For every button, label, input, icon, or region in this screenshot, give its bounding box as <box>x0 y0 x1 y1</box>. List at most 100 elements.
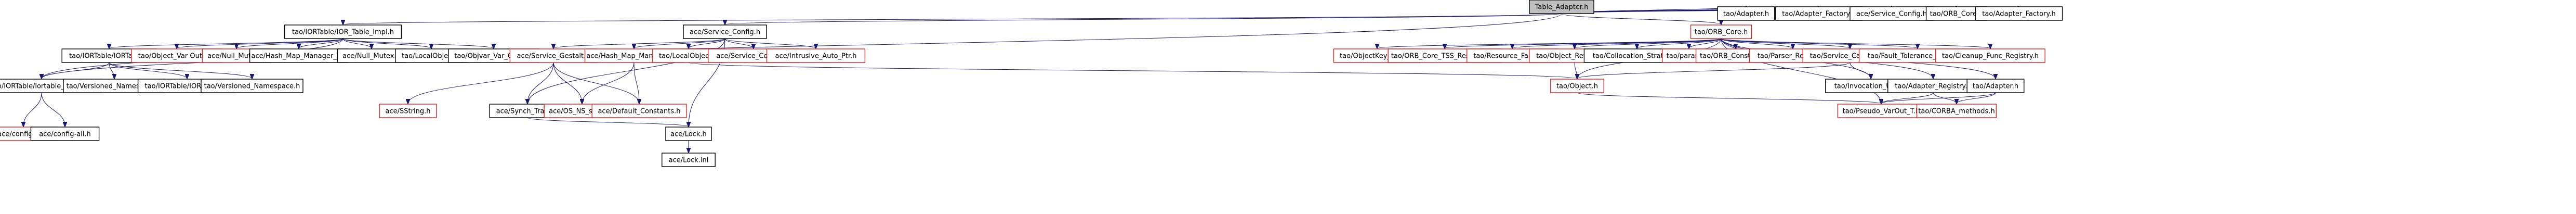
graph-node[interactable]: ace/Null_Mutex.h <box>337 48 406 63</box>
graph-edge <box>342 38 494 48</box>
node-label: tao/IORTable/IOR_Table_Impl.h <box>292 29 394 36</box>
node-box <box>284 24 402 39</box>
node-label: tao/Adapter_Factory.h <box>1782 10 1855 18</box>
graph-edge <box>177 38 344 48</box>
graph-edge <box>109 62 252 79</box>
graph-edge <box>527 117 689 127</box>
graph-edge <box>1574 62 1577 79</box>
graph-edge <box>527 38 725 104</box>
graph-node[interactable]: tao/Adapter.h <box>1966 79 2025 93</box>
graph-node[interactable]: ace/Intrusive_Auto_Ptr.h <box>766 48 866 63</box>
node-box <box>1975 6 2063 21</box>
node-label: tao/Cleanup_Func_Registry.h <box>1942 53 2039 60</box>
graph-node[interactable]: ace/Lock.inl <box>662 153 716 167</box>
graph-node[interactable]: ace/Default_Constants.h <box>591 104 687 118</box>
node-label: tao/Object_Var Out_T.h <box>138 53 215 60</box>
graph-edge <box>1881 92 1996 104</box>
node-box <box>1916 104 1997 118</box>
graph-edge <box>1957 92 1996 104</box>
graph-edge <box>1577 92 1881 104</box>
node-box <box>683 24 767 39</box>
node-label: Table_Adapter.h <box>1535 4 1589 11</box>
graph-node[interactable]: ace/SString.h <box>379 104 437 118</box>
graph-edge <box>1721 38 1793 48</box>
graph-edge <box>109 62 187 79</box>
graph-edge <box>408 62 554 104</box>
node-box <box>1966 79 2025 93</box>
graph-edge <box>724 38 754 48</box>
graph-edge <box>582 62 635 104</box>
graph-edge <box>1445 38 1722 48</box>
node-box <box>662 153 716 167</box>
node-label: tao/LocalObject.h <box>659 53 718 60</box>
graph-node[interactable]: tao/Adapter.h <box>1717 6 1775 21</box>
node-box <box>591 104 687 118</box>
node-box <box>30 127 100 141</box>
graph-edge <box>1577 62 1851 79</box>
node-box <box>1837 104 1925 118</box>
node-label: ace/Synch_Traits.h <box>496 108 559 116</box>
graph-node[interactable]: Table_Adapter.h <box>1529 0 1594 14</box>
node-box <box>766 48 866 63</box>
graph-node[interactable]: ace/Service_Gestalt.h <box>509 48 598 63</box>
graph-node[interactable]: tao/IORTable/IOR_Table_Impl.h <box>284 24 402 39</box>
node-box <box>509 48 598 63</box>
graph-node[interactable]: tao/Pseudo_VarOut_T.h <box>1837 104 1925 118</box>
graph-node[interactable]: tao/Adapter_Factory.h <box>1975 6 2063 21</box>
graph-edge <box>1637 38 1722 48</box>
node-label: tao/LocalObject.h <box>402 53 461 60</box>
node-label: tao/IORTable/IORTable.h <box>69 53 149 60</box>
graph-edge <box>553 62 639 104</box>
graph-node[interactable]: ace/Service_Config.h <box>683 24 767 39</box>
node-box <box>1550 79 1604 93</box>
node-label: tao/CORBA_methods.h <box>1918 108 1994 116</box>
graph-node[interactable]: ace/Service_Config.h <box>1850 6 1934 21</box>
node-label: ace/SString.h <box>386 108 431 116</box>
node-label: ace/config-all.h <box>39 131 91 139</box>
graph-node[interactable]: tao/Object.h <box>1550 79 1604 93</box>
graph-edge <box>1512 38 1722 48</box>
node-label: ace/Service_Gestalt.h <box>517 53 590 60</box>
graph-node[interactable]: tao/Adapter_Factory.h <box>1775 6 1863 21</box>
graph-node[interactable]: ace/Hash_Map_Manager_T.h <box>249 48 349 63</box>
node-label: tao/Collocation_Strategy.h <box>1593 53 1681 60</box>
graph-node[interactable]: tao/Adapter_Registry.h <box>1887 79 1979 93</box>
node-label: ace/Lock.h <box>670 131 707 139</box>
graph-node[interactable]: tao/Versioned_Namespace.h <box>201 79 303 93</box>
graph-edge <box>109 38 344 48</box>
graph-edge <box>236 38 344 48</box>
node-label: tao/ORB_Core.h <box>1695 29 1748 36</box>
node-box <box>1935 48 2045 63</box>
graph-edge <box>342 38 431 48</box>
graph-edge <box>1721 38 1881 104</box>
graph-edge <box>724 38 816 48</box>
graph-node[interactable]: tao/ORB_Core.h <box>1690 24 1752 39</box>
node-label: tao/Adapter.h <box>1973 83 2018 91</box>
graph-nodes: Table_Adapter.htao/ORB_Core.htao/Adapter… <box>0 0 2063 167</box>
graph-edge <box>553 62 582 104</box>
graph-edge <box>42 13 1562 79</box>
node-box <box>201 79 303 93</box>
node-box <box>1717 6 1775 21</box>
node-box <box>1529 0 1594 14</box>
node-label: ace/Service_Config.h <box>1856 10 1927 18</box>
node-label: tao/Versioned_Namespace.h <box>204 83 300 91</box>
graph-node[interactable]: ace/config-all.h <box>30 127 100 141</box>
graph-edge <box>1575 38 1722 48</box>
graph-edge <box>634 38 725 48</box>
graph-edge <box>42 62 110 79</box>
graph-edge <box>1721 38 1850 48</box>
node-box <box>665 127 712 141</box>
node-label: tao/Pseudo_VarOut_T.h <box>1843 108 1920 116</box>
node-label: ace/Null_Mutex.h <box>342 53 401 60</box>
graph-node[interactable]: tao/Cleanup_Func_Registry.h <box>1935 48 2045 63</box>
node-box <box>249 48 349 63</box>
graph-edge <box>1721 38 1990 48</box>
graph-edge <box>527 62 554 104</box>
graph-node[interactable]: tao/CORBA_methods.h <box>1916 104 1997 118</box>
node-label: tao/ORB_Core.h <box>1930 10 1984 18</box>
graph-edge <box>41 92 65 127</box>
graph-node[interactable]: ace/Lock.h <box>665 127 712 141</box>
node-label: ace/Service_Config.h <box>690 29 760 36</box>
